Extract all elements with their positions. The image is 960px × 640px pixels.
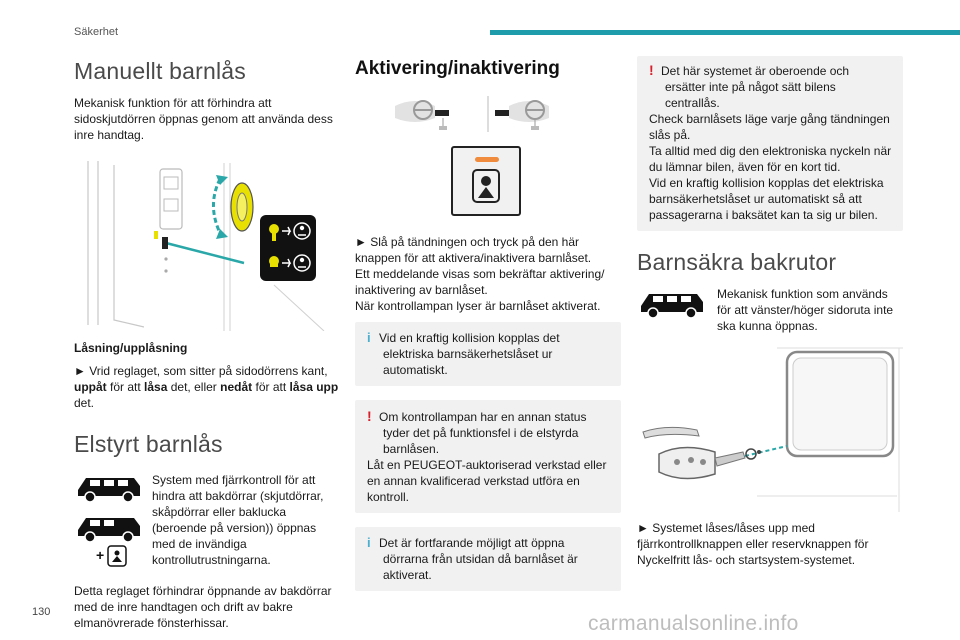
warning-note-system: ! Det här systemet är oberoende och ersät… [637, 56, 903, 231]
info-note-text: Vid en kraftig kollision kopplas det ele… [379, 331, 560, 377]
instr-end: det. [74, 396, 95, 410]
child-lock-button-icon [451, 146, 521, 216]
lock-instruction: ► Vrid reglaget, som sitter på sidodörre… [74, 363, 342, 411]
warning-sys-c: Ta alltid med dig den elektroniska nycke… [649, 144, 892, 174]
instr-mid2: det, eller [170, 380, 217, 394]
info-note-outside: i Det är fortfarande möjligt att öppna dö… [355, 527, 621, 591]
warning-note-lamp: ! Om kontrollampan har en annan status ty… [355, 400, 621, 513]
key-fob-icon [658, 446, 746, 480]
activation-line2: Ett meddelande visas som bekräftar aktiv… [355, 267, 605, 297]
activation-instruction: ► Slå på tändningen och tryck på den här… [355, 235, 592, 265]
window-instruction: ► Systemet låses/låses upp med fjärrkont… [637, 521, 869, 567]
watermark: carmanualsonline.info [588, 612, 799, 635]
title-activation: Aktivering/inaktivering [355, 58, 560, 79]
warning-sys-b: Check barnlåsets läge varje gång tändnin… [649, 112, 890, 142]
column-middle: Aktivering/inaktivering [355, 56, 621, 605]
page-number: 130 [32, 606, 51, 618]
lock-unlock-heading: Låsning/upplåsning [74, 341, 188, 355]
column-right: ! Det här systemet är oberoende och ersät… [637, 56, 903, 574]
window-lock-row: Mekanisk funktion som används för att vä… [637, 286, 903, 334]
instr-down: nedåt [220, 380, 253, 394]
door-lock-illustration [74, 155, 342, 332]
instr-prefix: ► Vrid reglaget, som sitter på sidodörre… [74, 364, 328, 378]
electric-lock-desc: System med fjärrkontroll för att hindra … [152, 473, 324, 567]
left-hand-drive-icon [395, 100, 449, 130]
activation-line3: När kontrollampan lyser är barnlåset akt… [355, 299, 601, 313]
info-note-collision: i Vid en kraftig kollision kopplas det el… [355, 322, 621, 386]
warning-icon: ! [367, 408, 372, 424]
title-manual-child-lock: Manuellt barnlås [74, 58, 246, 84]
info-note2-text: Det är fortfarande möjligt att öppna dör… [379, 536, 578, 582]
header-accent-bar [490, 30, 960, 35]
column-left: Manuellt barnlås Mekanisk funktion för a… [74, 56, 342, 637]
warning-text-b: Låt en PEUGEOT-auktoriserad verkstad ell… [367, 458, 607, 504]
indicator-lamp [475, 157, 499, 162]
steering-wheel-icons [355, 92, 621, 136]
right-hand-drive-icon [495, 100, 549, 130]
manual-intro: Mekanisk funktion för att förhindra att … [74, 96, 333, 142]
vehicle-icons: + [74, 472, 144, 573]
info-icon: i [367, 330, 371, 345]
warning-sys-d: Vid en kraftig kollision kopplas det ele… [649, 176, 884, 222]
title-rear-windows: Barnsäkra bakrutor [637, 249, 837, 275]
section-label: Säkerhet [74, 26, 119, 38]
warning-text-a: Om kontrollampan har en annan status tyd… [379, 410, 587, 456]
window-key-illustration [637, 346, 903, 512]
instr-lock: låsa [144, 380, 168, 394]
instr-up: uppåt [74, 380, 107, 394]
instr-unlock: låsa upp [289, 380, 339, 394]
warning-icon-2: ! [649, 62, 654, 78]
window-lock-desc: Mekanisk funktion som används för att vä… [717, 287, 894, 333]
instr-mid3: för att [255, 380, 287, 394]
title-electric-child-lock: Elstyrt barnlås [74, 431, 223, 457]
electric-lock-row: + System med fjärrkontroll för att hindr… [74, 472, 342, 573]
info-icon-2: i [367, 535, 371, 550]
svg-text:+: + [96, 547, 104, 563]
instr-mid1: för att [110, 380, 141, 394]
electric-lock-para: Detta reglaget förhindrar öppnande av ba… [74, 584, 332, 630]
warning-sys-a: Det här systemet är oberoende och ersätt… [661, 64, 850, 110]
van-icon: + [78, 478, 140, 567]
van-side-icon [641, 294, 703, 319]
